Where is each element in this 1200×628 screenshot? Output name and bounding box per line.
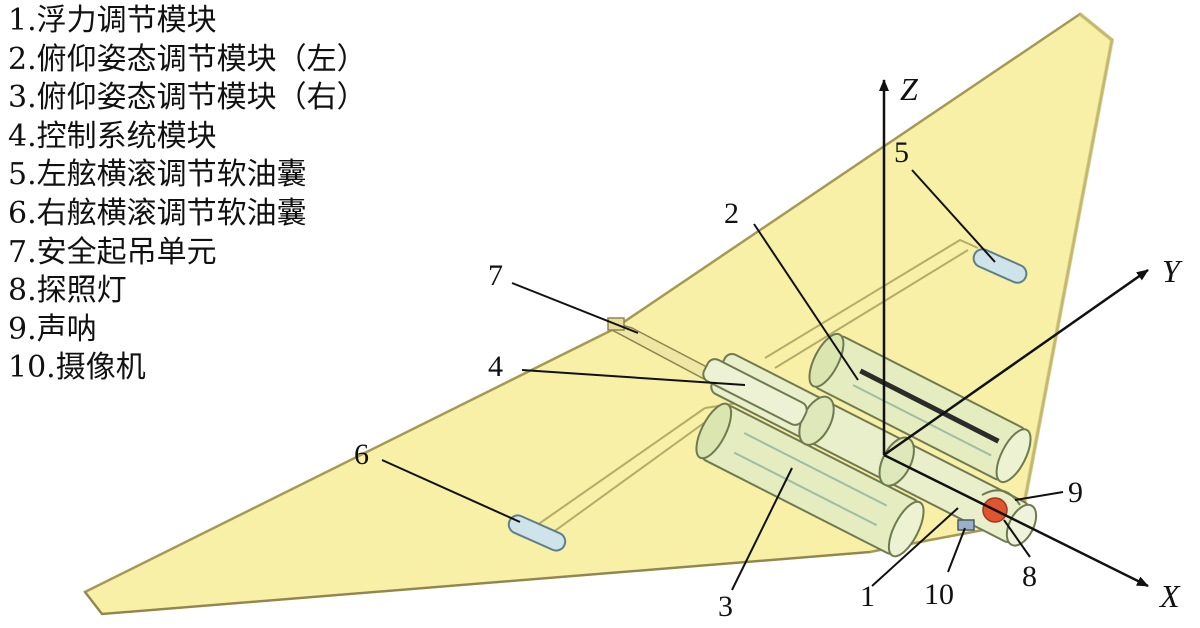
camera xyxy=(957,519,975,531)
legend-item: 2.俯仰姿态调节模块（左） xyxy=(8,41,367,77)
legend-item: 8.探照灯 xyxy=(8,273,127,309)
callout-3: 3 xyxy=(718,590,733,623)
wing-trailing-edge xyxy=(84,551,871,616)
callout-2: 2 xyxy=(724,197,739,230)
internal-frame xyxy=(529,238,979,539)
wing-edge-highlight xyxy=(1022,12,1115,506)
legend-item: 10.摄像机 xyxy=(8,350,146,386)
control-system-module xyxy=(702,358,808,426)
coordinate-axes xyxy=(879,79,1149,588)
callout-10: 10 xyxy=(924,578,954,611)
callout-numbers: 2 7 4 5 6 3 1 10 8 9 xyxy=(354,136,1083,623)
z-axis-label: Z xyxy=(900,71,919,107)
y-axis-label: Y xyxy=(1162,253,1183,289)
y-axis xyxy=(883,268,1149,457)
legend-item: 1.浮力调节模块 xyxy=(8,3,217,38)
callout-8: 8 xyxy=(1022,560,1037,593)
legend-item: 3.俯仰姿态调节模块（右） xyxy=(8,80,367,116)
right-roll-bladder xyxy=(507,514,567,552)
legend-item: 5.左舷横滚调节软油囊 xyxy=(8,157,307,193)
legend-item: 6.右舷横滚调节软油囊 xyxy=(8,195,307,231)
x-axis xyxy=(883,453,1149,588)
legend-item: 7.安全起吊单元 xyxy=(8,234,217,270)
callout-7: 7 xyxy=(488,259,503,292)
callout-1: 1 xyxy=(860,580,875,613)
left-roll-bladder xyxy=(972,248,1028,284)
callout-9: 9 xyxy=(1068,476,1083,509)
sonar xyxy=(981,489,1021,506)
callout-6: 6 xyxy=(354,438,369,471)
leader-lines xyxy=(381,169,1064,591)
callout-5: 5 xyxy=(894,136,909,169)
component-legend: 1.浮力调节模块 2.俯仰姿态调节模块（左） 3.俯仰姿态调节模块（右） 4.控… xyxy=(8,2,367,388)
legend-item: 4.控制系统模块 xyxy=(8,118,217,154)
x-axis-label: X xyxy=(1158,578,1181,614)
callout-4: 4 xyxy=(488,350,503,383)
pitch-module-right xyxy=(695,402,925,558)
legend-item: 9.声呐 xyxy=(8,311,97,347)
